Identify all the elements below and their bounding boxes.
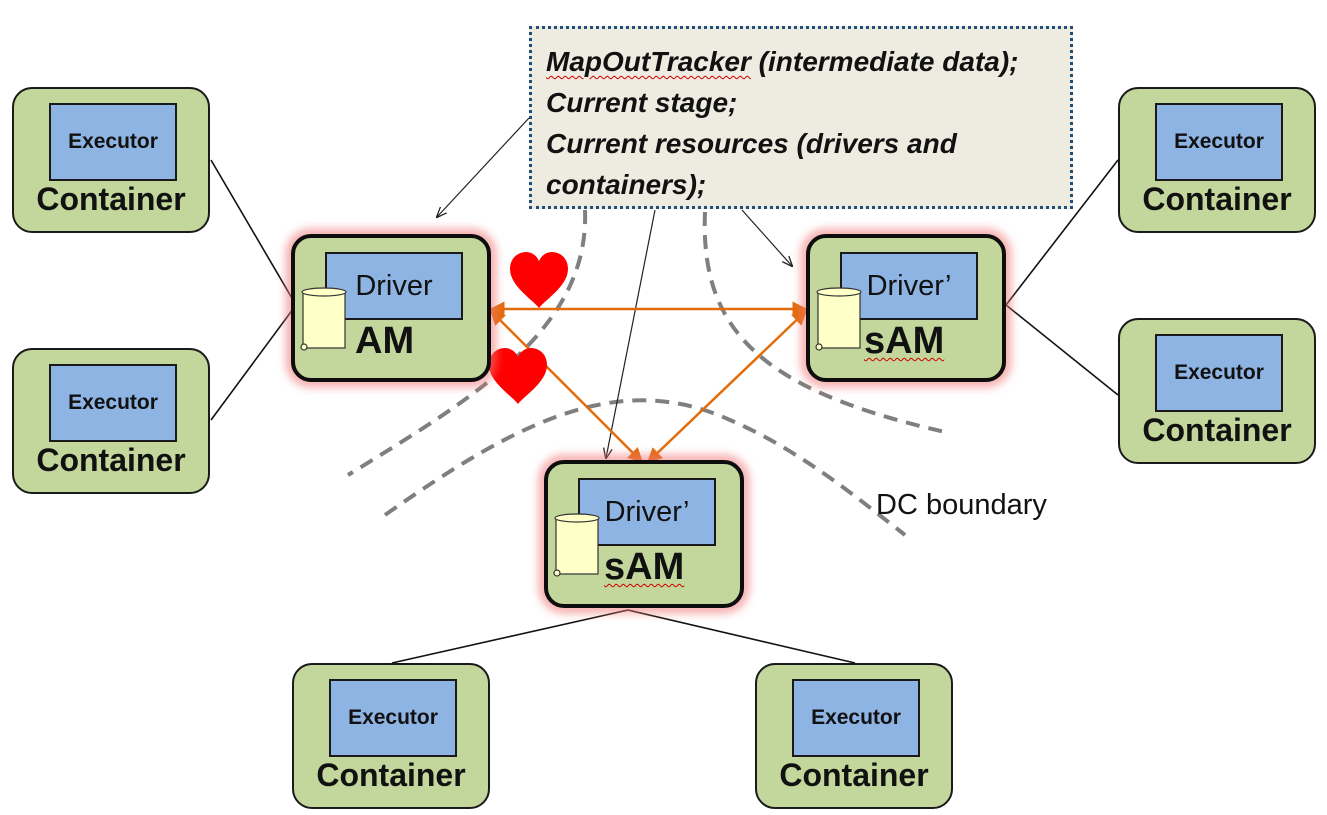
link-sam-right-container-top [1005,159,1119,306]
note-line-1-rest: (intermediate data); [750,46,1019,77]
note-pointer-am [437,117,530,217]
executor-box: Executor [49,103,177,181]
heart-icon [489,348,547,404]
sam-label: sAM [604,546,685,588]
link-sam-bottom-container-left [391,609,629,664]
driver-box: Driver’ [840,252,978,320]
sam-label: sAM [864,320,945,362]
link-am-container-bottom [210,304,297,421]
am-label: AM [355,320,415,362]
container-label: Container [36,442,186,478]
scroll-icon [815,287,862,351]
heart-icon [510,252,568,308]
dc-boundary-label: DC boundary [876,489,1047,521]
container-label: Container [36,181,186,217]
driver-box: Driver [325,252,463,320]
am-node: Driver AM [291,234,491,382]
executor-box: Executor [329,679,457,757]
note-keyword: MapOutTracker [546,46,751,77]
link-sam-right-container-bottom [1005,304,1119,396]
scroll-icon [553,513,600,577]
driver-box: Driver’ [578,478,716,546]
heartbeat-am-sam-bottom [489,309,644,464]
container-node: Executor Container [1118,318,1316,464]
executor-box: Executor [1155,103,1283,181]
note-pointer-sam-right [741,209,792,266]
note-line-3: Current resources (drivers and [546,128,957,159]
container-node: Executor Container [1118,87,1316,233]
executor-box: Executor [1155,334,1283,412]
state-note: MapOutTracker (intermediate data); Curre… [529,26,1073,209]
container-label: Container [779,757,929,793]
note-line-1: MapOutTracker (intermediate data); [546,41,1060,82]
sam-node-right: Driver’ sAM [806,234,1006,382]
link-sam-bottom-container-right [627,609,856,664]
executor-box: Executor [49,364,177,442]
executor-box: Executor [792,679,920,757]
link-am-container-top [210,159,297,306]
scroll-icon [300,287,347,351]
note-pointer-sam-bottom [606,209,656,458]
container-node: Executor Container [12,348,210,494]
container-label: Container [1142,181,1292,217]
container-node: Executor Container [292,663,490,809]
container-node: Executor Container [755,663,953,809]
note-line-2: Current stage; [546,87,738,118]
container-label: Container [316,757,466,793]
heartbeat-sam-right-sam-bottom [646,309,808,464]
note-line-4: containers); [546,169,707,200]
sam-node-bottom: Driver’ sAM [544,460,744,608]
container-node: Executor Container [12,87,210,233]
container-label: Container [1142,412,1292,448]
